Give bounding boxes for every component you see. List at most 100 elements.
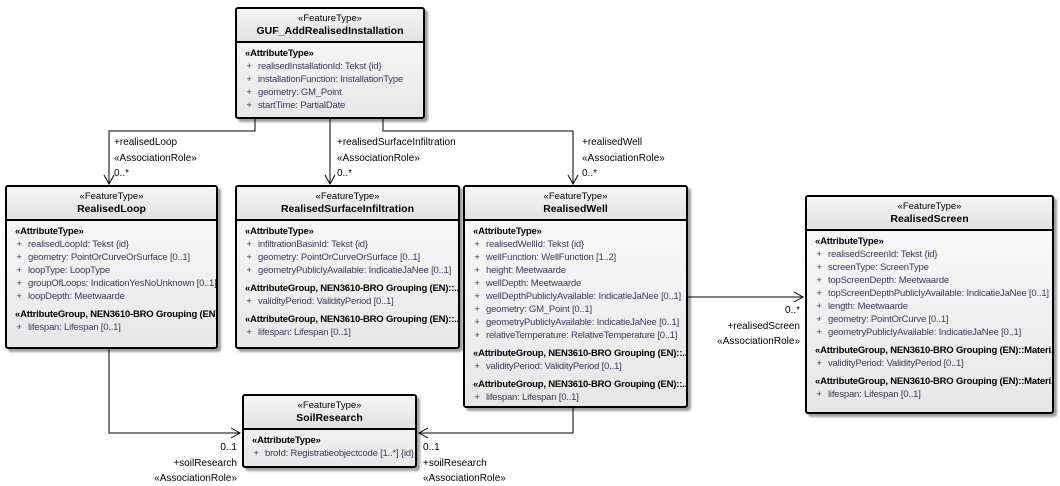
attribute-text: topScreenDepthPubliclyAvailable: Indicat… — [828, 288, 1049, 299]
association-multiplicity: 0..* — [337, 168, 353, 179]
association-label-realisedwell: +realisedWell «AssociationRole» 0..* — [582, 135, 665, 182]
attribute-text: wellFunction: WellFunction [1..2] — [486, 252, 616, 263]
attribute-row: + lifespan: Lifespan [0..1] — [10, 321, 213, 334]
visibility-sign: + — [816, 249, 822, 260]
association-stereotype: «AssociationRole» — [582, 152, 665, 164]
class-box-realisedloop[interactable]: «FeatureType» RealisedLoop «AttributeTyp… — [5, 185, 218, 349]
attribute-text: validityPeriod: ValidityPeriod [0..1] — [828, 358, 964, 369]
class-box-realisedsurfaceinfiltration[interactable]: «FeatureType» RealisedSurfaceInfiltratio… — [235, 185, 460, 349]
association-multiplicity: 0..* — [784, 305, 800, 316]
attribute-text: «AttributeGroup, NEN3610-BRO Grouping (E… — [815, 345, 1054, 356]
attribute-text: lifespan: Lifespan [0..1] — [258, 327, 351, 338]
class-name: RealisedWell — [543, 203, 608, 215]
attribute-row: + loopDepth: Meetwaarde — [10, 290, 213, 303]
visibility-sign: + — [246, 296, 252, 307]
association-label-realisedscreen: 0..* +realisedScreen «AssociationRole» — [660, 303, 800, 350]
class-name: RealisedScreen — [890, 213, 969, 225]
association-label-realisedsurfaceinfiltration: +realisedSurfaceInfiltration «Associatio… — [337, 135, 456, 182]
attribute-row: + loopType: LoopType — [10, 264, 213, 277]
association-role: +soilResearch — [423, 457, 487, 469]
visibility-sign: + — [16, 239, 22, 250]
attribute-row: + topScreenDepth: Meetwaarde — [810, 274, 1049, 287]
class-header: «FeatureType» GUF_AddRealisedInstallatio… — [237, 9, 423, 43]
attribute-text: broId: Registratieobjectcode [1..*] {id} — [265, 448, 414, 459]
class-header: «FeatureType» RealisedScreen — [807, 197, 1052, 231]
attribute-row: «AttributeType» — [247, 434, 412, 447]
attribute-row: «AttributeType» — [10, 225, 213, 238]
class-stereotype: «FeatureType» — [315, 191, 380, 202]
visibility-sign: + — [816, 358, 822, 369]
attribute-row: + geometry: GM_Point — [240, 86, 420, 99]
connector-realised-surface-infiltration — [324, 119, 336, 186]
class-box-realisedscreen[interactable]: «FeatureType» RealisedScreen «AttributeT… — [805, 195, 1054, 414]
visibility-sign: + — [253, 448, 259, 459]
visibility-sign: + — [474, 317, 480, 328]
visibility-sign: + — [474, 330, 480, 341]
attribute-row: + height: Meetwaarde — [468, 264, 683, 277]
visibility-sign: + — [816, 288, 822, 299]
visibility-sign: + — [474, 252, 480, 263]
visibility-sign: + — [816, 301, 822, 312]
association-role: +realisedWell — [582, 137, 643, 148]
association-role: +realisedScreen — [727, 320, 800, 332]
attribute-text: «AttributeType» — [245, 226, 314, 237]
class-stereotype: «FeatureType» — [79, 191, 144, 202]
class-box-realisedwell[interactable]: «FeatureType» RealisedWell «AttributeTyp… — [463, 185, 688, 408]
visibility-sign: + — [816, 275, 822, 286]
visibility-sign: + — [816, 314, 822, 325]
visibility-sign: + — [474, 304, 480, 315]
attribute-text: lifespan: Lifespan [0..1] — [28, 322, 121, 333]
attribute-text: «AttributeType» — [15, 226, 84, 237]
association-role: +realisedSurfaceInfiltration — [337, 137, 456, 148]
association-stereotype: «AssociationRole» — [114, 152, 197, 164]
attribute-text: loopDepth: Meetwaarde — [28, 291, 125, 302]
association-multiplicity: 0..* — [582, 168, 598, 179]
visibility-sign: + — [474, 278, 480, 289]
attribute-text: «AttributeGroup, NEN3610-BRO Grouping (E… — [473, 379, 688, 390]
attribute-text: geometryPubliclyAvailable: IndicatieJaNe… — [486, 317, 680, 328]
attribute-text: «AttributeGroup, NEN3610-BRO Grouping (E… — [245, 314, 460, 325]
attribute-row: + installationFunction: InstallationType — [240, 73, 420, 86]
class-header: «FeatureType» RealisedLoop — [7, 187, 216, 221]
attribute-text: validityPeriod: ValidityPeriod [0..1] — [258, 296, 394, 307]
class-header: «FeatureType» RealisedWell — [465, 187, 686, 221]
visibility-sign: + — [246, 327, 252, 338]
attribute-text: wellDepth: Meetwaarde — [486, 278, 582, 289]
attribute-text: «AttributeType» — [245, 48, 314, 59]
attribute-row: + realisedInstallationId: Tekst {id} — [240, 60, 420, 73]
class-attributes: «AttributeType» + realisedWellId: Tekst … — [465, 221, 686, 406]
visibility-sign: + — [246, 74, 252, 85]
attribute-text: installationFunction: InstallationType — [258, 74, 404, 85]
attribute-row: + screenType: ScreenType — [810, 261, 1049, 274]
attribute-row: + broId: Registratieobjectcode [1..*] {i… — [247, 447, 414, 460]
attribute-row: + relativeTemperature: RelativeTemperatu… — [468, 329, 683, 342]
attribute-row: + lifespan: Lifespan [0..1] — [240, 326, 455, 339]
association-multiplicity: 0..1 — [423, 442, 440, 453]
class-name: RealisedSurfaceInfiltration — [280, 203, 415, 215]
class-box-soilresearch[interactable]: «FeatureType» SoilResearch «AttributeTyp… — [242, 394, 417, 468]
attribute-text: height: Meetwaarde — [486, 265, 566, 276]
attribute-text: realisedWellId: Tekst {id} — [486, 239, 584, 250]
attribute-text: startTime: PartialDate — [258, 100, 346, 111]
class-attributes: «AttributeType» + realisedInstallationId… — [237, 43, 423, 114]
attribute-text: «AttributeGroup, NEN3610-BRO Grouping (E… — [815, 376, 1054, 387]
attribute-row: + geometry: GM_Point [0..1] — [468, 303, 683, 316]
attribute-row: + geometry: PointOrCurve [0..1] — [810, 313, 1049, 326]
attribute-row: + wellDepth: Meetwaarde — [468, 277, 683, 290]
attribute-row: «AttributeType» — [810, 235, 1049, 248]
association-stereotype: «AssociationRole» — [154, 473, 237, 484]
visibility-sign: + — [474, 265, 480, 276]
attribute-text: geometry: PointOrCurve [0..1] — [828, 314, 949, 325]
visibility-sign: + — [246, 252, 252, 263]
attribute-text: geometry: PointOrCurveOrSurface [0..1] — [258, 252, 420, 263]
connector-realised-loop — [103, 119, 256, 186]
attribute-row: + realisedScreenId: Tekst {id} — [810, 248, 1049, 261]
attribute-row: + lifespan: Lifespan [0..1] — [810, 388, 1049, 401]
attribute-row: «AttributeType» — [240, 225, 455, 238]
visibility-sign: + — [246, 61, 252, 72]
class-attributes: «AttributeType» + infiltrationBasinId: T… — [237, 221, 458, 341]
class-box-guf-addrealisedinstallation[interactable]: «FeatureType» GUF_AddRealisedInstallatio… — [235, 7, 425, 119]
visibility-sign: + — [246, 265, 252, 276]
association-label-soilresearch-left: 0..1 +soilResearch «AssociationRole» — [97, 440, 237, 486]
